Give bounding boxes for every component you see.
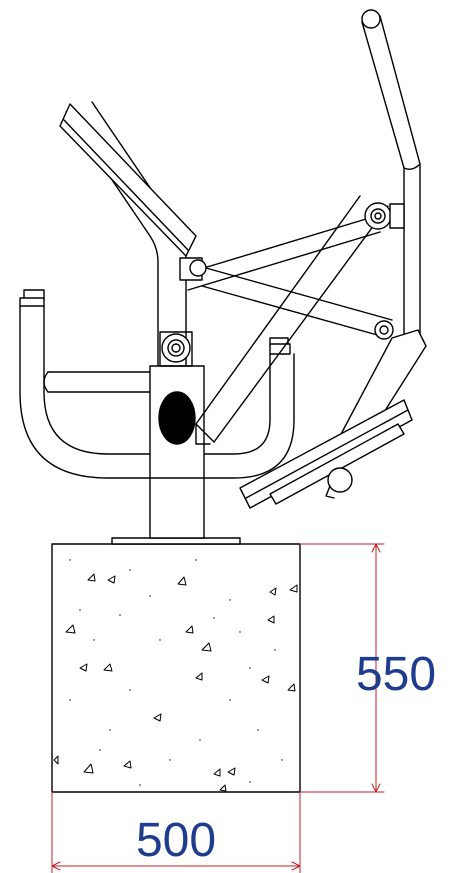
height-dimension-label: 550 (356, 648, 436, 701)
width-dimension (51, 791, 301, 873)
right-footrest (239, 329, 427, 509)
concrete-footing (51, 543, 301, 793)
concrete-texture (53, 573, 298, 792)
concrete-dots (69, 559, 283, 786)
post-hole (158, 391, 196, 445)
right-handle-frame (203, 337, 295, 479)
linkage (179, 195, 394, 445)
width-dimension-label: 500 (136, 814, 216, 867)
height-dimension (299, 543, 385, 793)
left-handle-frame (19, 289, 151, 479)
base-plate (111, 537, 241, 545)
right-arm (361, 9, 421, 341)
left-arm (59, 101, 197, 367)
